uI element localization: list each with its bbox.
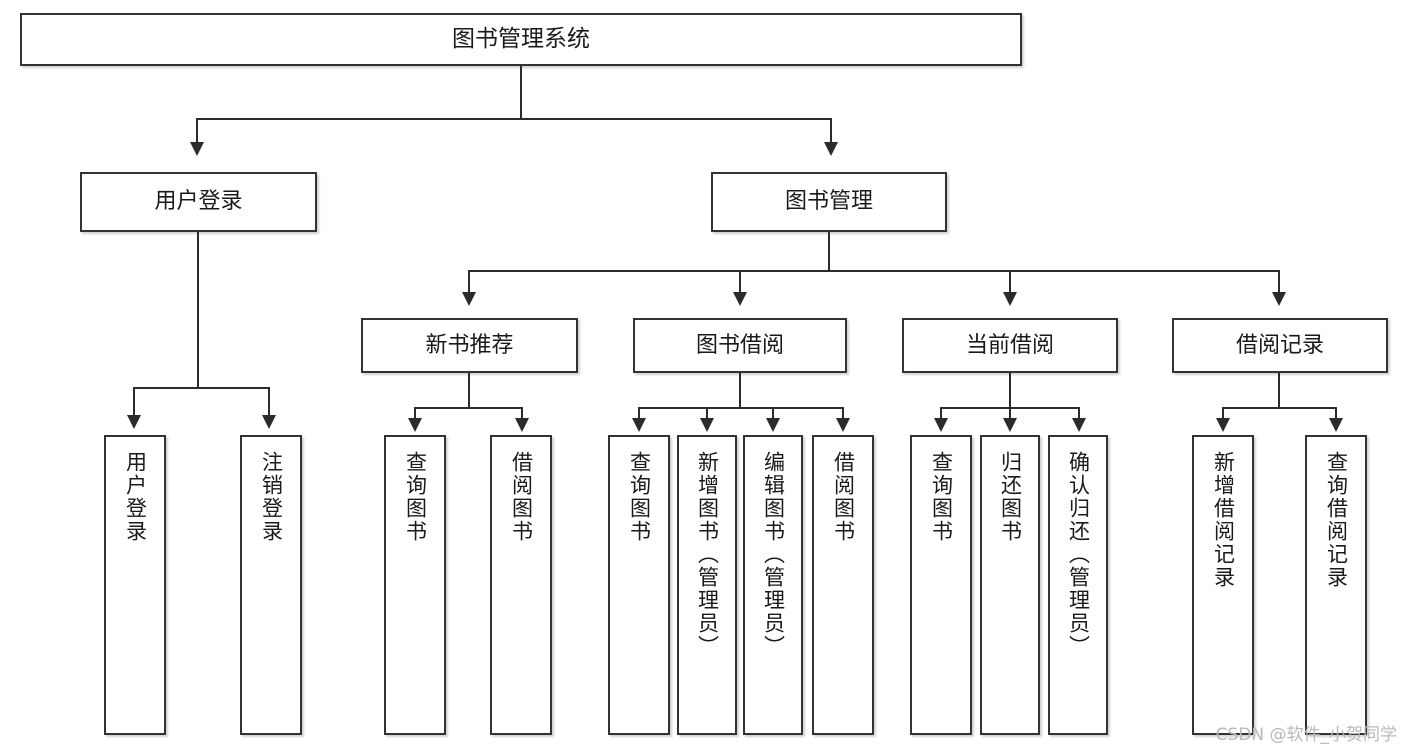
node-label: 注销登录 (259, 451, 284, 543)
leaf-current-borrow-confirm-return-admin[interactable]: 确认归还（管理员） (1048, 435, 1108, 735)
arrowhead-root-to-book-management (824, 142, 838, 156)
arrowhead-user-login-leaf-1 (262, 415, 276, 429)
edge-new-book-to-leaf-1 (521, 407, 523, 419)
node-label: 用户登录 (123, 451, 148, 543)
node-label: 借阅记录 (1235, 332, 1324, 358)
arrowhead-bm-current-borrow (1003, 292, 1017, 306)
edge-borrow-record-bus (1222, 407, 1336, 409)
node-label: 确认归还（管理员） (1066, 451, 1091, 658)
edge-book-borrow-to-leaf-1 (706, 407, 708, 419)
node-label: 图书管理 (784, 189, 873, 215)
edge-root-stem (520, 66, 522, 118)
edge-bm-to-book-borrow (739, 270, 741, 294)
edge-book-borrow-to-leaf-2 (772, 407, 774, 419)
edge-book-borrow-to-leaf-0 (638, 407, 640, 419)
edge-current-borrow-stem (1009, 373, 1011, 407)
node-root-book-management-system[interactable]: 图书管理系统 (20, 13, 1022, 66)
leaf-user-login-login[interactable]: 用户登录 (104, 435, 166, 735)
edge-book-management-stem (828, 232, 830, 270)
node-label: 查询图书 (929, 451, 954, 543)
edge-bm-to-new-book (468, 270, 470, 294)
leaf-book-borrow-add-book-admin[interactable]: 新增图书（管理员） (677, 435, 737, 735)
node-current-borrow[interactable]: 当前借阅 (902, 318, 1118, 373)
arrowhead-bm-new-book (462, 292, 476, 306)
node-label: 当前借阅 (965, 332, 1054, 358)
arrowhead-borrow-record-leaf-0 (1216, 418, 1230, 432)
edge-user-login-bus (133, 387, 269, 389)
edge-new-book-stem (468, 373, 470, 407)
node-label: 图书管理系统 (452, 26, 590, 53)
leaf-borrow-record-query-record[interactable]: 查询借阅记录 (1305, 435, 1367, 735)
arrowhead-book-borrow-leaf-3 (836, 418, 850, 432)
arrowhead-user-login-leaf-0 (127, 415, 141, 429)
edge-book-management-bus (468, 270, 1280, 272)
leaf-new-book-query-book[interactable]: 查询图书 (384, 435, 446, 735)
node-user-login[interactable]: 用户登录 (80, 172, 317, 232)
edge-book-borrow-to-leaf-3 (842, 407, 844, 419)
node-label: 新书推荐 (425, 332, 514, 358)
leaf-current-borrow-query-book[interactable]: 查询图书 (910, 435, 972, 735)
edge-borrow-record-to-leaf-0 (1222, 407, 1224, 419)
leaf-new-book-borrow-book[interactable]: 借阅图书 (490, 435, 552, 735)
leaf-current-borrow-return-book[interactable]: 归还图书 (980, 435, 1040, 735)
edge-user-login-stem (197, 232, 199, 387)
node-label: 归还图书 (998, 451, 1023, 543)
leaf-borrow-record-add-record[interactable]: 新增借阅记录 (1192, 435, 1254, 735)
edge-current-borrow-to-leaf-1 (1009, 407, 1011, 419)
arrowhead-book-borrow-leaf-0 (632, 418, 646, 432)
edge-borrow-record-to-leaf-1 (1335, 407, 1337, 419)
edge-user-login-to-leaf-0 (133, 387, 135, 417)
edge-current-borrow-to-leaf-2 (1078, 407, 1080, 419)
arrowhead-new-book-leaf-0 (408, 418, 422, 432)
node-borrow-record[interactable]: 借阅记录 (1172, 318, 1388, 373)
arrowhead-current-borrow-leaf-2 (1072, 418, 1086, 432)
arrowhead-current-borrow-leaf-0 (934, 418, 948, 432)
arrowhead-borrow-record-leaf-1 (1329, 418, 1343, 432)
arrowhead-root-to-user-login (190, 142, 204, 156)
node-label: 借阅图书 (831, 451, 856, 543)
edge-borrow-record-stem (1278, 373, 1280, 407)
node-label: 查询图书 (627, 451, 652, 543)
edge-new-book-to-leaf-0 (414, 407, 416, 419)
edge-bm-to-borrow-record (1278, 270, 1280, 294)
node-label: 新增图书（管理员） (695, 451, 720, 658)
edge-current-borrow-to-leaf-0 (940, 407, 942, 419)
leaf-book-borrow-edit-book-admin[interactable]: 编辑图书（管理员） (743, 435, 803, 735)
edge-root-to-user-login (196, 118, 198, 144)
arrowhead-book-borrow-leaf-2 (766, 418, 780, 432)
node-label: 用户登录 (154, 189, 243, 215)
edge-book-borrow-stem (739, 373, 741, 407)
arrowhead-bm-book-borrow (733, 292, 747, 306)
edge-new-book-bus (414, 407, 522, 409)
arrowhead-new-book-leaf-1 (515, 418, 529, 432)
edge-bm-to-current-borrow (1009, 270, 1011, 294)
edge-book-borrow-bus (638, 407, 843, 409)
leaf-book-borrow-borrow-book[interactable]: 借阅图书 (812, 435, 874, 735)
edge-root-bus (196, 118, 832, 120)
node-new-book-recommend[interactable]: 新书推荐 (361, 318, 578, 373)
leaf-user-login-logout[interactable]: 注销登录 (240, 435, 302, 735)
node-label: 图书借阅 (695, 332, 784, 358)
arrowhead-bm-borrow-record (1272, 292, 1286, 306)
edge-root-to-book-management (830, 118, 832, 144)
leaf-book-borrow-query-book[interactable]: 查询图书 (608, 435, 670, 735)
node-label: 编辑图书（管理员） (761, 451, 786, 658)
node-book-management[interactable]: 图书管理 (711, 172, 947, 232)
node-book-borrow[interactable]: 图书借阅 (633, 318, 847, 373)
node-label: 借阅图书 (509, 451, 534, 543)
node-label: 查询图书 (403, 451, 428, 543)
arrowhead-book-borrow-leaf-1 (700, 418, 714, 432)
node-label: 查询借阅记录 (1324, 451, 1349, 589)
edge-user-login-to-leaf-1 (268, 387, 270, 417)
arrowhead-current-borrow-leaf-1 (1003, 418, 1017, 432)
node-label: 新增借阅记录 (1211, 451, 1236, 589)
